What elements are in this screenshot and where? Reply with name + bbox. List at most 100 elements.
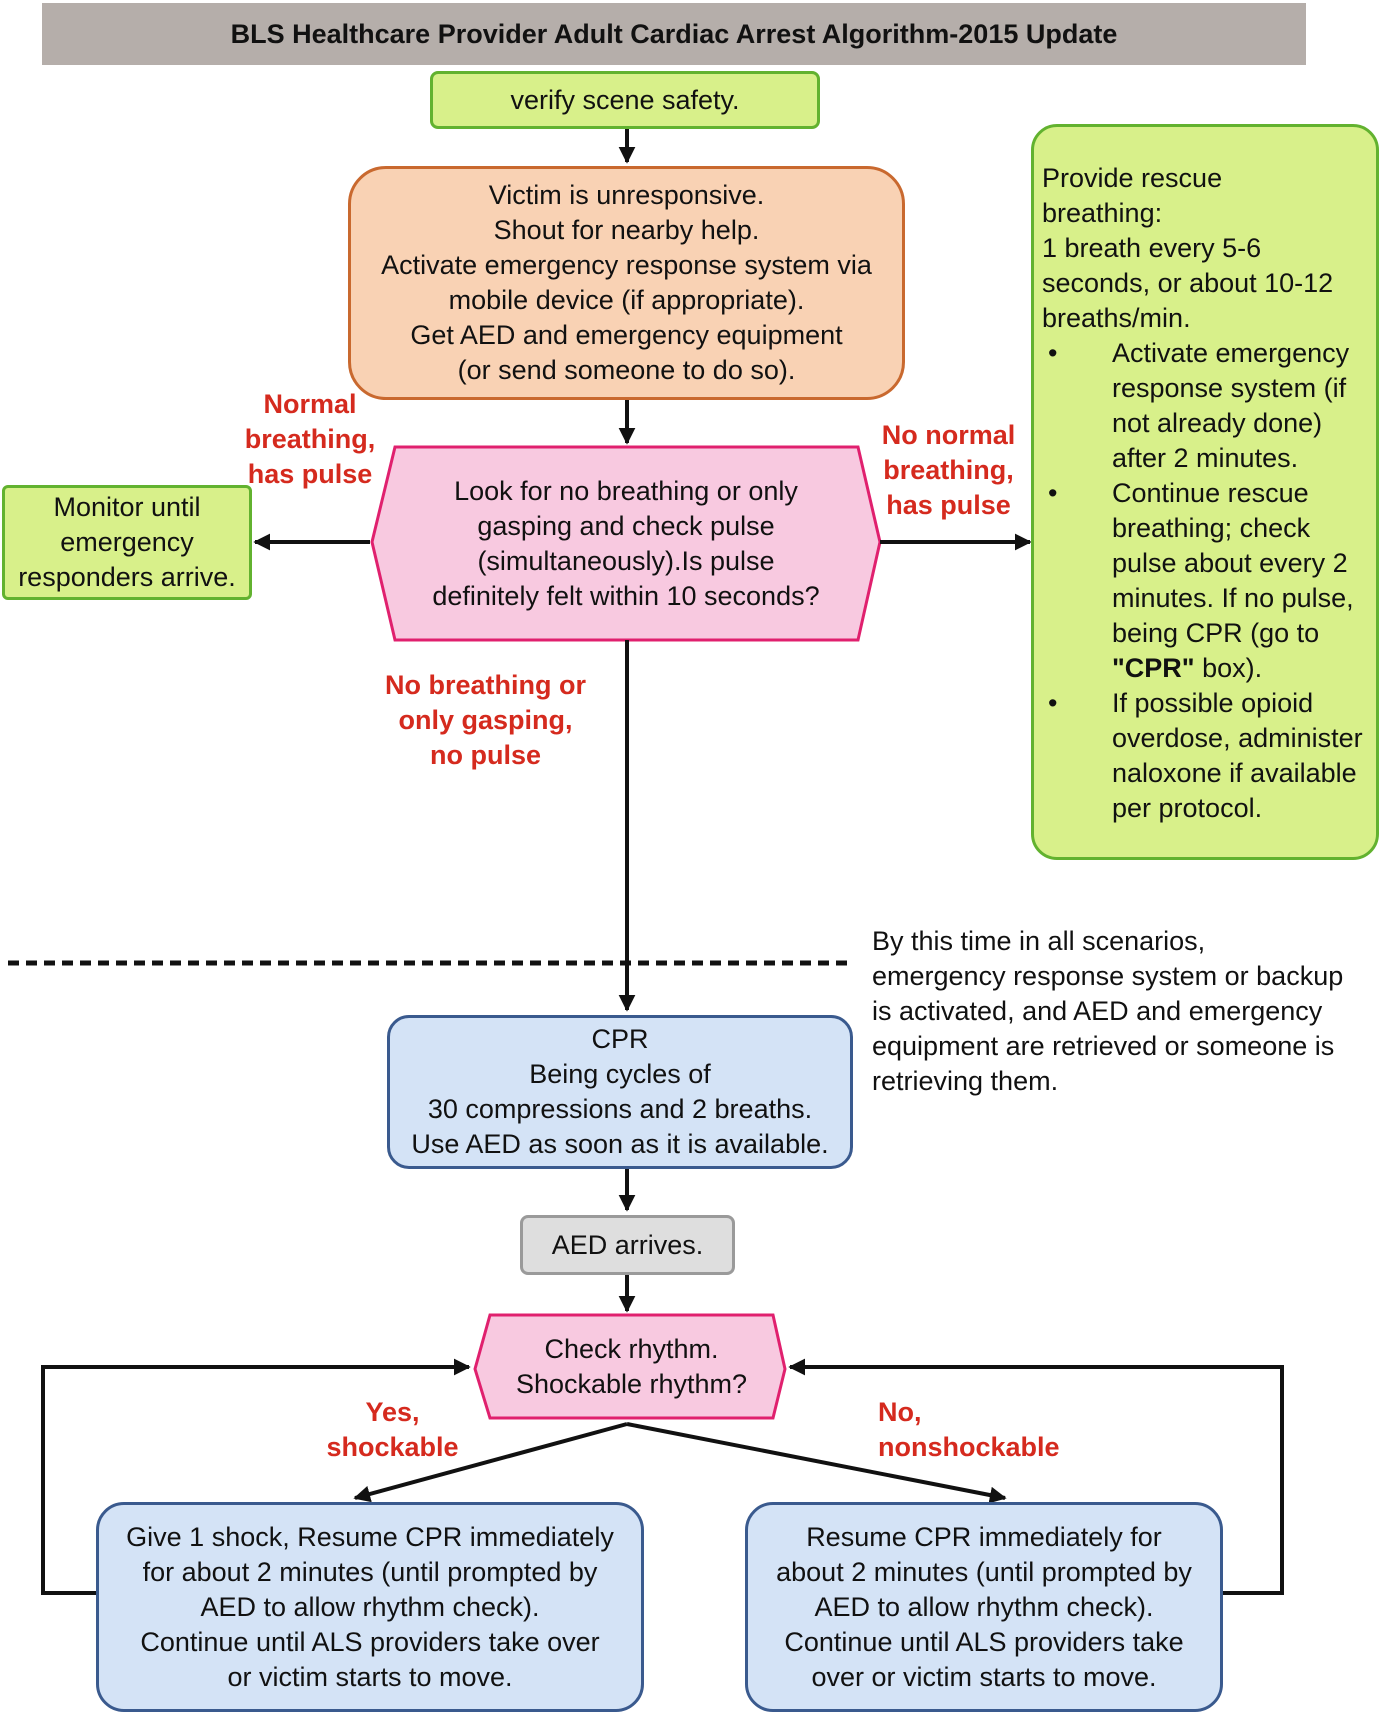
rescue-bullet: • Activate emergency response system (if… [1042,336,1349,476]
rescue-bullet-line: pulse about every 2 [1112,548,1348,578]
note-line: equipment are retrieved or someone is [872,1031,1335,1061]
no-shock-line: about 2 minutes (until prompted by [776,1556,1192,1587]
note-line: By this time in all scenarios, [872,926,1206,956]
rescue-intro-line: 1 breath every 5-6 [1042,233,1262,263]
cpr-ref-bold: "CPR" [1112,653,1195,683]
note-line: is activated, and AED and emergency [872,996,1323,1026]
shock-line: AED to allow rhythm check). [200,1591,540,1622]
rescue-cpr-ref-line: "CPR" box). [1112,651,1354,686]
pulse-check-line: Look for no breathing or only [454,476,798,506]
shock-line: Continue until ALS providers take over [140,1626,600,1657]
no-shock-line: Continue until ALS providers take [784,1626,1184,1657]
rescue-bullet: • Continue rescue breathing; check pulse… [1042,476,1354,686]
label-yes-shockable: Yes, shockable [300,1395,485,1465]
label-line: breathing, [244,424,376,454]
cpr-line: 30 compressions and 2 breaths. [427,1094,813,1124]
label-line: No normal [881,420,1016,450]
shock-line: Give 1 shock, Resume CPR immediately [126,1521,614,1552]
shock-line: or victim starts to move. [227,1661,513,1692]
scene-safety-text: verify scene safety. [510,84,740,115]
monitor-line: responders arrive. [18,562,236,592]
unresponsive-box: Victim is unresponsive. Shout for nearby… [348,166,905,400]
monitor-line: emergency [60,527,194,557]
rescue-bullet-line: not already done) [1112,408,1323,438]
cpr-box: CPR Being cycles of 30 compressions and … [387,1015,853,1169]
rescue-bullet-line: naloxone if available [1112,758,1357,788]
rescue-bullet-line: response system (if [1112,373,1347,403]
rescue-bullet-line: minutes. If no pulse, [1112,583,1354,613]
cpr-line: Use AED as soon as it is available. [411,1129,829,1159]
label-line: has pulse [247,459,373,489]
rescue-bullet-line: Activate emergency [1112,338,1350,368]
shock-box: Give 1 shock, Resume CPR immediately for… [96,1502,644,1712]
shock-line: for about 2 minutes (until prompted by [142,1556,598,1587]
no-shock-box: Resume CPR immediately for about 2 minut… [745,1502,1223,1712]
label-line: nonshockable [878,1432,1060,1462]
rescue-bullet-line: Continue rescue [1112,478,1309,508]
rescue-intro-line: seconds, or about 10-12 [1042,268,1334,298]
rhythm-check-line: Shockable rhythm? [515,1369,748,1399]
unresponsive-line: Shout for nearby help. [493,215,760,245]
rescue-intro-line: breathing: [1042,198,1163,228]
label-line: No, [878,1397,922,1427]
label-line: breathing, [883,455,1014,485]
rescue-intro-line: Provide rescue [1042,163,1223,193]
unresponsive-line: (or send someone to do so). [457,355,796,385]
no-shock-line: Resume CPR immediately for [806,1521,1162,1552]
cpr-line: Being cycles of [529,1059,711,1089]
rescue-breathing-box: Provide rescue breathing: 1 breath every… [1031,124,1379,860]
decision-hexagon-rhythm [473,1313,787,1420]
cpr-line: CPR [591,1024,649,1054]
scenario-note: By this time in all scenarios, emergency… [872,924,1377,1099]
pulse-check-line: definitely felt within 10 seconds? [432,581,820,611]
rescue-bullet-line: per protocol. [1112,793,1263,823]
rescue-bullet-line: If possible opioid [1112,688,1314,718]
label-line: only gasping, [398,705,573,735]
rhythm-check-decision: Check rhythm. Shockable rhythm? [490,1318,773,1416]
unresponsive-line: mobile device (if appropriate). [448,285,805,315]
aed-arrives-box: AED arrives. [520,1215,735,1275]
rhythm-check-line: Check rhythm. [544,1334,719,1364]
note-line: emergency response system or backup [872,961,1344,991]
rescue-bullet-line: breathing; check [1112,513,1311,543]
unresponsive-line: Get AED and emergency equipment [410,320,843,350]
label-line: No breathing or [385,670,586,700]
cpr-ref-tail: box). [1194,653,1263,683]
pulse-check-line: gasping and check pulse [477,511,775,541]
pulse-check-line: (simultaneously).Is pulse [477,546,775,576]
unresponsive-line: Victim is unresponsive. [488,180,765,210]
rescue-intro-line: breaths/min. [1042,303,1191,333]
monitor-line: Monitor until [53,492,201,522]
decision-hexagon-pulse [370,445,882,642]
arrow-to-shock [353,1422,628,1503]
bullet-mark: • [1048,338,1058,368]
scene-safety-box: verify scene safety. [430,71,820,129]
bullet-mark: • [1048,688,1058,718]
label-no-shockable: No, nonshockable [878,1395,1083,1465]
rescue-bullet-line: being CPR (go to [1112,618,1320,648]
no-shock-line: over or victim starts to move. [811,1661,1157,1692]
note-line: retrieving them. [872,1066,1059,1096]
no-shock-line: AED to allow rhythm check). [814,1591,1154,1622]
label-line: has pulse [886,490,1011,520]
label-normal-breathing: Normal breathing, has pulse [225,387,395,492]
label-line: shockable [326,1432,459,1462]
loop-noshock-to-rhythm [788,1358,1284,1595]
loop-shock-to-rhythm [41,1358,471,1595]
label-line: Normal [263,389,357,419]
rescue-bullet-line: overdose, administer [1112,723,1363,753]
label-no-breathing: No breathing or only gasping, no pulse [358,668,613,773]
pulse-check-decision: Look for no breathing or only gasping an… [395,452,857,636]
page-title: BLS Healthcare Provider Adult Cardiac Ar… [42,3,1306,65]
monitor-box: Monitor until emergency responders arriv… [2,485,252,600]
label-no-normal-breathing: No normal breathing, has pulse [866,418,1031,523]
unresponsive-line: Activate emergency response system via [381,250,872,280]
label-line: Yes, [365,1397,420,1427]
rescue-bullet: • If possible opioid overdose, administe… [1042,686,1363,826]
bullet-mark: • [1048,478,1058,508]
arrow-to-noshock [626,1422,1007,1504]
aed-arrives-text: AED arrives. [551,1229,704,1260]
label-line: no pulse [429,740,541,770]
rescue-bullet-line: after 2 minutes. [1112,443,1299,473]
